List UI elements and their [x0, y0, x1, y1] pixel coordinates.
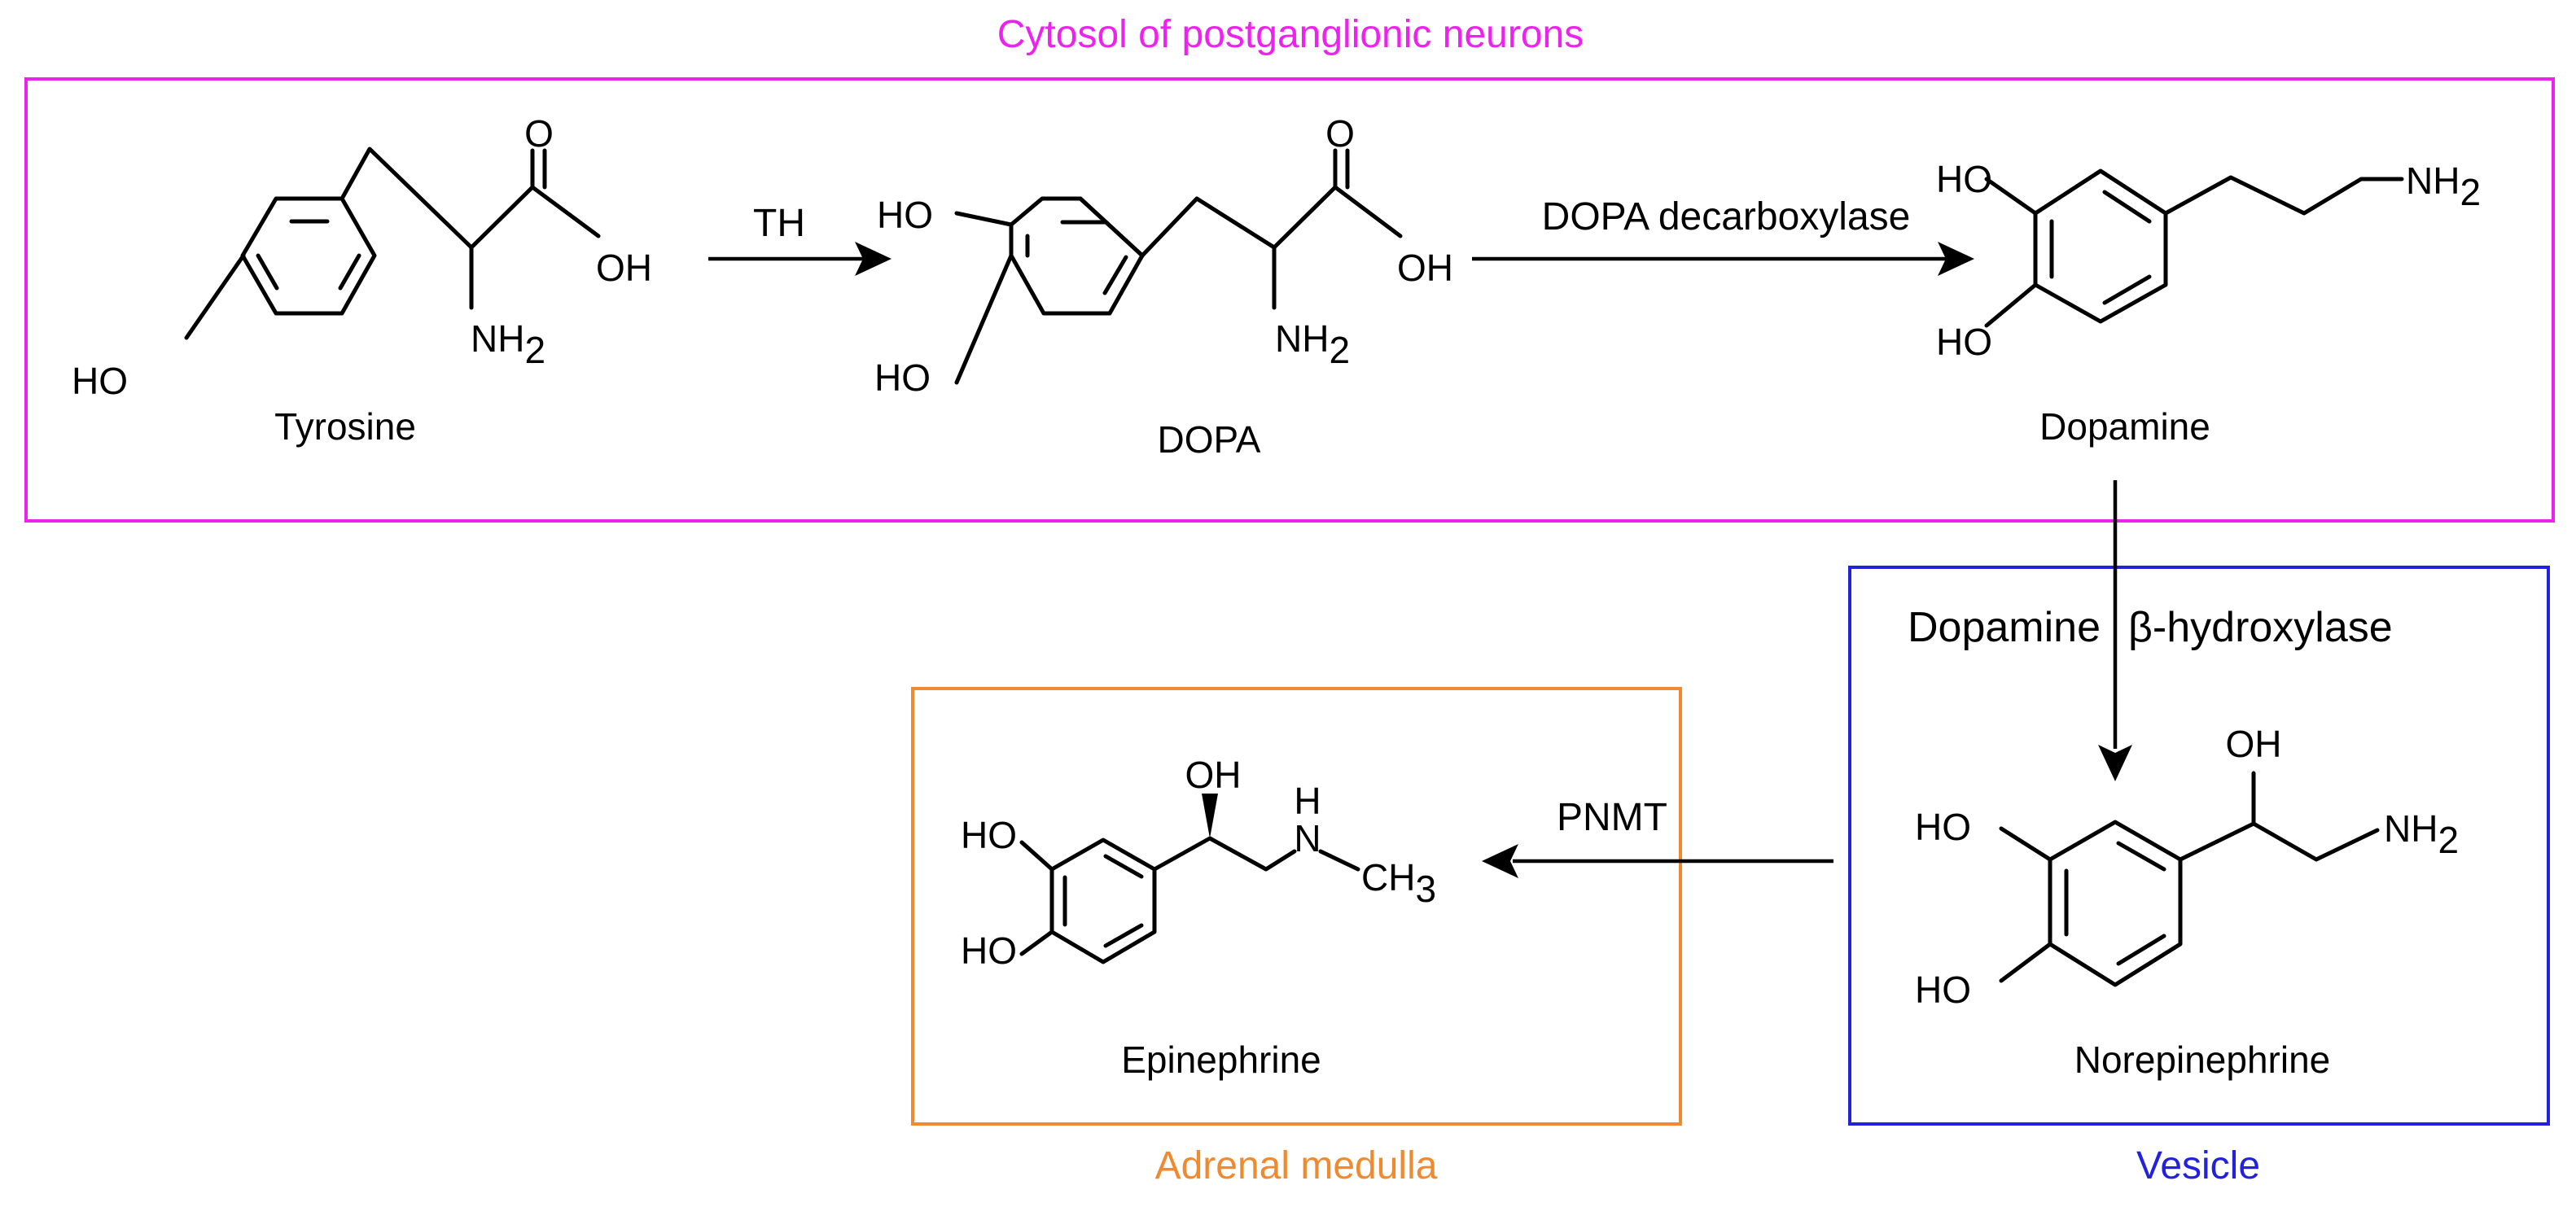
epinephrine-name: Epinephrine: [1121, 1039, 1321, 1081]
vesicle-region-box: [1848, 566, 2550, 1126]
dopa-ho-upper: HO: [877, 194, 933, 236]
adrenal-region-box: [911, 687, 1682, 1126]
pnmt-enzyme-label: PNMT: [1557, 796, 1667, 839]
epinephrine-nh-n: N: [1294, 817, 1321, 859]
dopa-name: DOPA: [1158, 418, 1261, 461]
tyrosine-carbonyl-o: O: [524, 112, 554, 155]
dopa-oh: OH: [1397, 247, 1453, 289]
epinephrine-ho-upper: HO: [961, 814, 1017, 856]
dopamine-structure: HO HO NH2 Dopamine: [1936, 158, 2481, 448]
adrenal-region-label: Adrenal medulla: [1155, 1144, 1438, 1187]
dbh-label-part2: β-hydroxylase: [2128, 604, 2393, 651]
dopamine-name: Dopamine: [2039, 405, 2210, 448]
dopa-carbonyl-o: O: [1325, 112, 1355, 155]
dopamine-ho-upper: HO: [1936, 158, 1992, 200]
epinephrine-oh: OH: [1185, 754, 1242, 796]
epinephrine-ch3: CH3: [1361, 856, 1436, 910]
norepinephrine-ho-lower: HO: [1915, 969, 1971, 1011]
tyrosine-name: Tyrosine: [274, 405, 416, 448]
dopa-decarboxylase-label: DOPA decarboxylase: [1542, 195, 1911, 238]
th-arrow: TH: [708, 202, 892, 276]
epinephrine-ho-lower: HO: [961, 929, 1017, 972]
epinephrine-nh-h: H: [1294, 780, 1321, 822]
tyrosine-structure: O OH HO NH2 Tyrosine: [72, 112, 652, 448]
tyrosine-ho: HO: [72, 360, 128, 402]
cytosol-region-label: Cytosol of postganglionic neurons: [997, 13, 1584, 56]
tyrosine-oh: OH: [596, 247, 652, 289]
dopa-structure: O OH HO HO NH2 DOPA: [874, 112, 1453, 461]
dopa-nh2: NH2: [1275, 317, 1350, 371]
norepinephrine-nh2: NH2: [2384, 807, 2459, 861]
cytosol-region-box: [24, 77, 2555, 523]
tyrosine-nh2: NH2: [471, 317, 545, 371]
dopamine-nh2: NH2: [2406, 160, 2481, 213]
dopa-ho-lower: HO: [874, 356, 931, 399]
dopamine-beta-hydroxylase-arrow: Dopamine β-hydroxylase: [1908, 480, 2393, 781]
norepinephrine-ho-upper: HO: [1915, 806, 1971, 848]
th-enzyme-label: TH: [753, 202, 805, 245]
pnmt-arrow: PNMT: [1482, 796, 1833, 878]
dbh-label-part1: Dopamine: [1908, 604, 2101, 651]
dopamine-ho-lower: HO: [1936, 321, 1992, 363]
norepinephrine-oh: OH: [2226, 723, 2282, 765]
norepinephrine-structure: OH HO HO NH2 Norepinephrine: [1915, 723, 2459, 1081]
vesicle-region-label: Vesicle: [2136, 1144, 2260, 1187]
dopa-decarboxylase-arrow: DOPA decarboxylase: [1472, 195, 1974, 276]
epinephrine-structure: OH HO HO H N CH3 Epinephrine: [961, 754, 1436, 1081]
norepinephrine-name: Norepinephrine: [2074, 1039, 2331, 1081]
